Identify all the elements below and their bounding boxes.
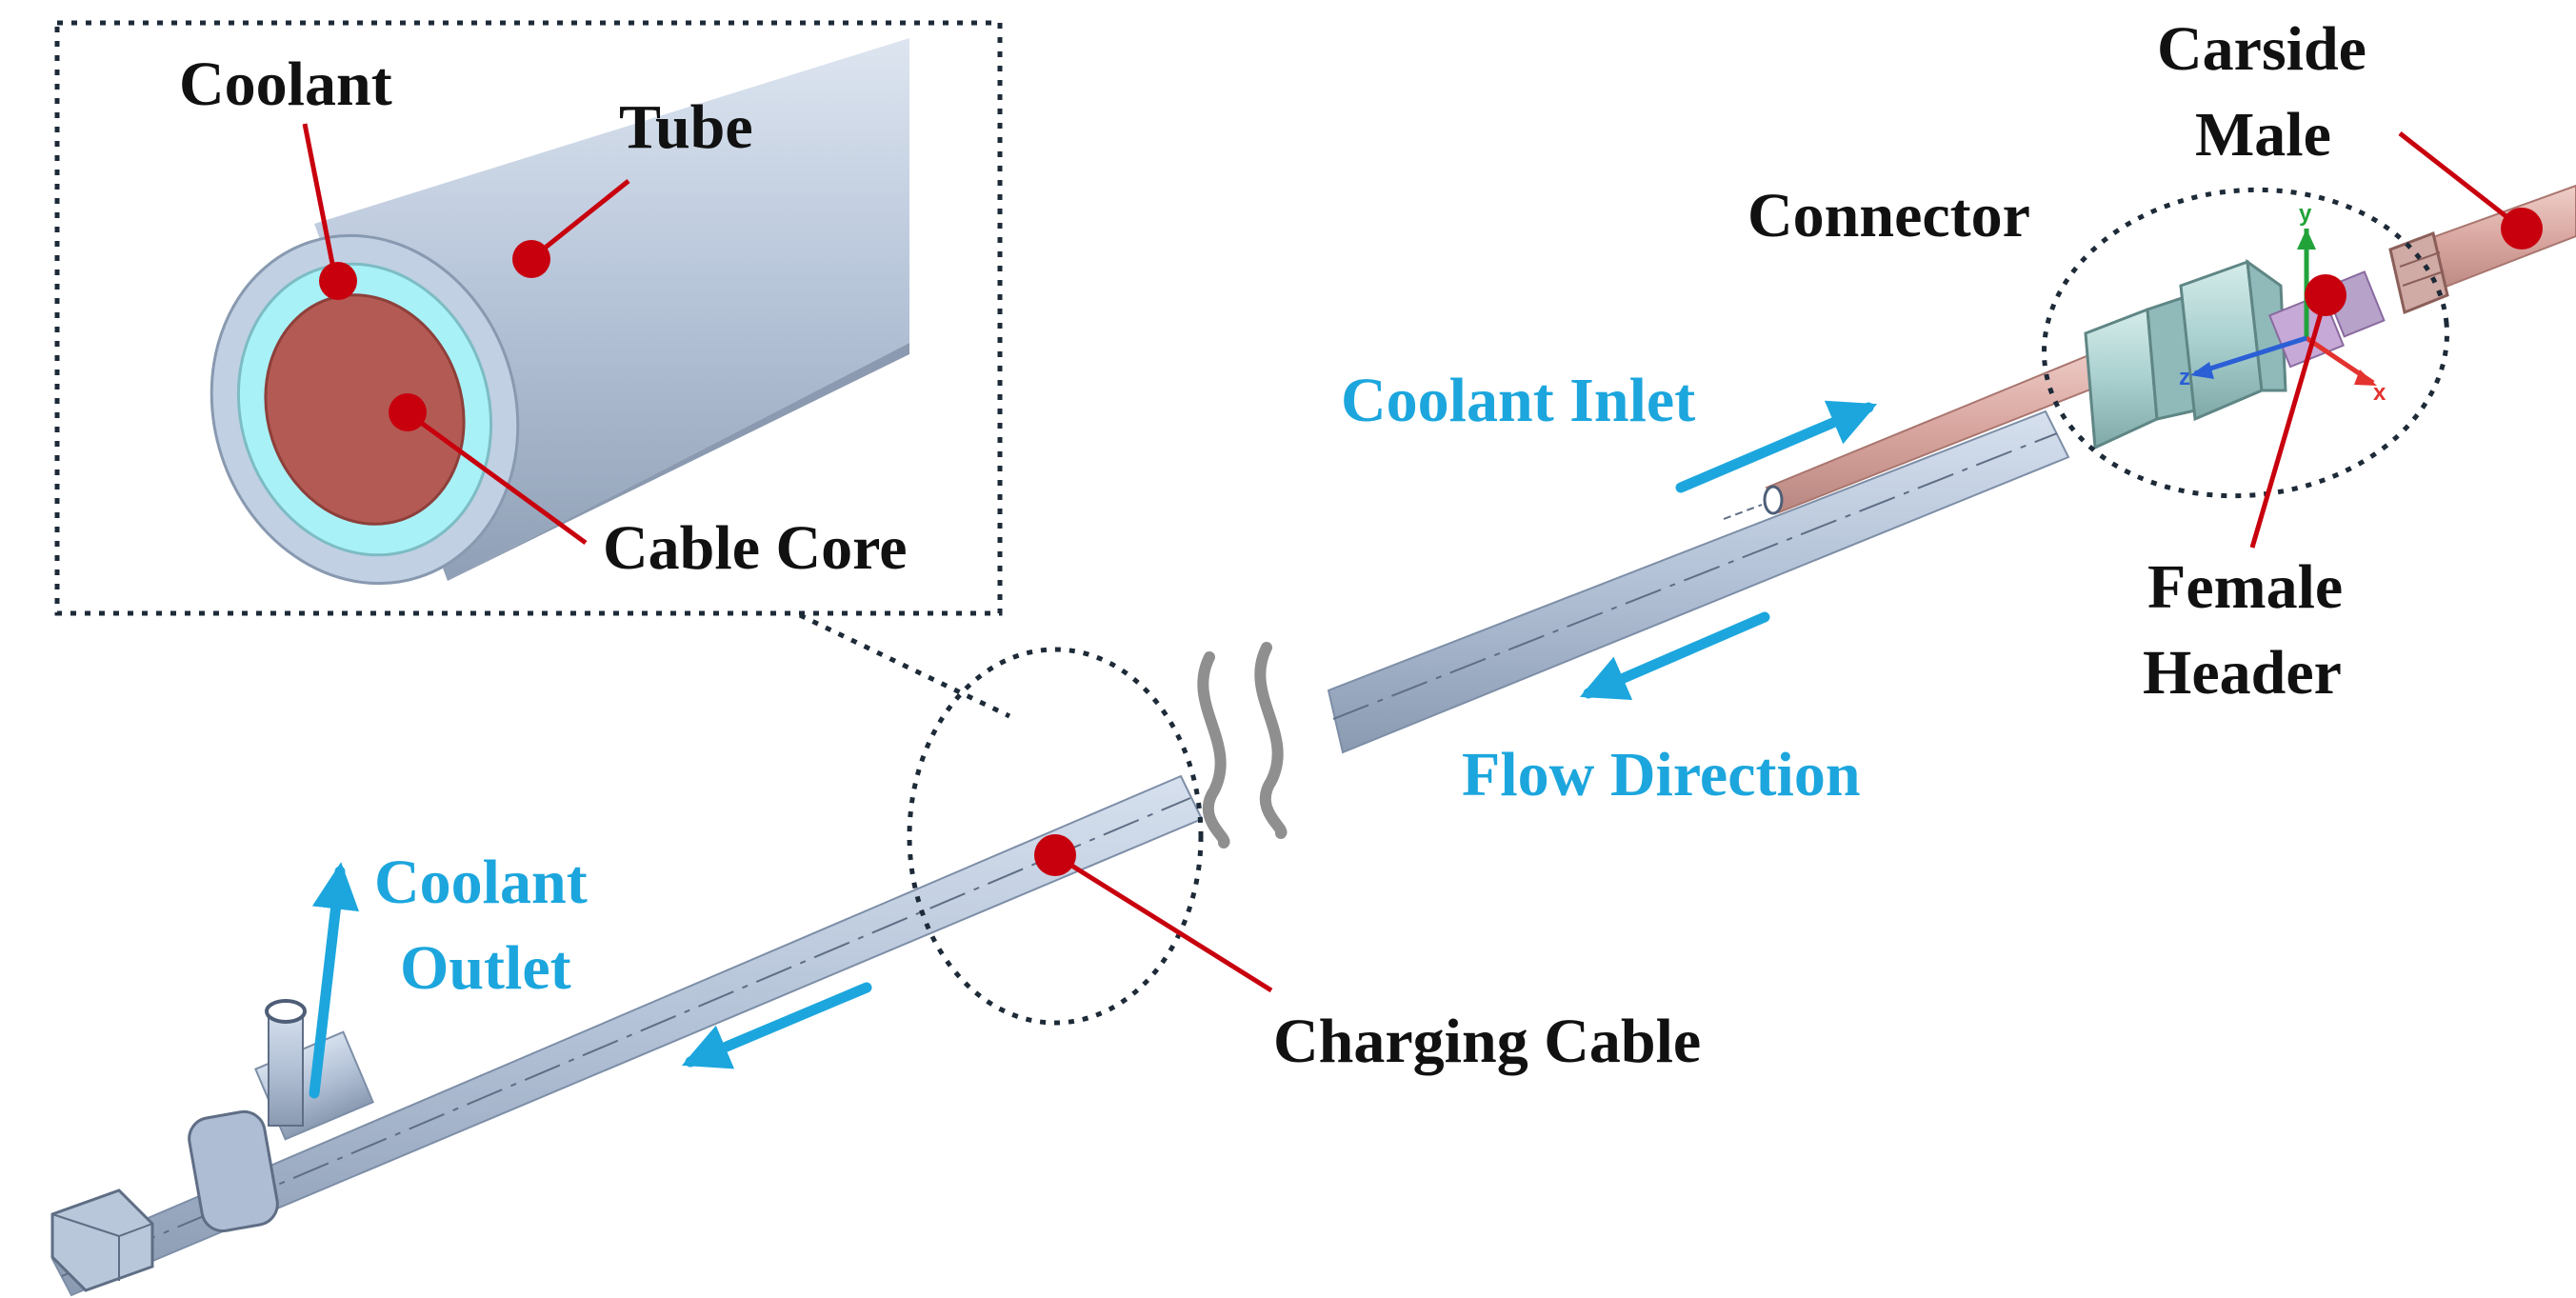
female-header-label-line1: Female [2147, 552, 2343, 622]
callout-dot-icon [1034, 834, 1076, 876]
flow-arrow-icon [681, 982, 872, 1069]
connector-highlight-ellipse [2041, 187, 2450, 499]
coolant-outlet-label-line2: Outlet [400, 933, 571, 1003]
female-header-label-line2: Header [2143, 638, 2342, 708]
outlet-arrow-icon [309, 862, 360, 1099]
carside-male-label-line1: Carside [2157, 14, 2366, 84]
connector-label: Connector [1747, 181, 2030, 250]
cable-zoom-circle [907, 647, 1204, 1026]
coolant-inlet-label: Coolant Inlet [1341, 366, 1695, 435]
flow-arrows [309, 400, 1878, 1099]
axis-x-label: x [2373, 380, 2386, 406]
flow-arrow-icon [1579, 611, 1770, 700]
main-callouts [1034, 131, 2543, 993]
axis-z-label: z [2179, 365, 2190, 390]
coordinate-axes-icon: y x z [2179, 201, 2386, 406]
cable-core-disc [264, 293, 466, 526]
break-mark-icon [1197, 642, 1288, 849]
cable-core-label: Cable Core [603, 513, 908, 583]
inset-callout-box: Coolant Tube Cable Core [54, 20, 1003, 616]
coolant-outlet-fitting [50, 999, 374, 1292]
callout-dot-icon [319, 262, 357, 300]
callout-dot-icon [2501, 208, 2543, 250]
charging-cable-label: Charging Cable [1273, 1007, 1701, 1076]
outlet-flange [188, 1109, 279, 1233]
axis-y-label: y [2299, 201, 2312, 227]
carside-male-label-line2: Male [2195, 100, 2331, 170]
charging-cable-upper [1327, 341, 2133, 754]
tube-label: Tube [619, 92, 753, 162]
coolant-outlet-label-line1: Coolant [374, 848, 588, 917]
coolant-label: Coolant [179, 50, 392, 119]
callout-dot-icon [2305, 274, 2346, 316]
inlet-arrow-icon [1675, 400, 1878, 493]
flow-direction-label: Flow Direction [1462, 740, 1861, 809]
tube-cross-section [210, 38, 909, 586]
callout-dot-icon [389, 393, 427, 431]
callout-dot-icon [512, 240, 550, 278]
end-cube [50, 1188, 154, 1292]
outlet-stub [268, 1010, 304, 1127]
